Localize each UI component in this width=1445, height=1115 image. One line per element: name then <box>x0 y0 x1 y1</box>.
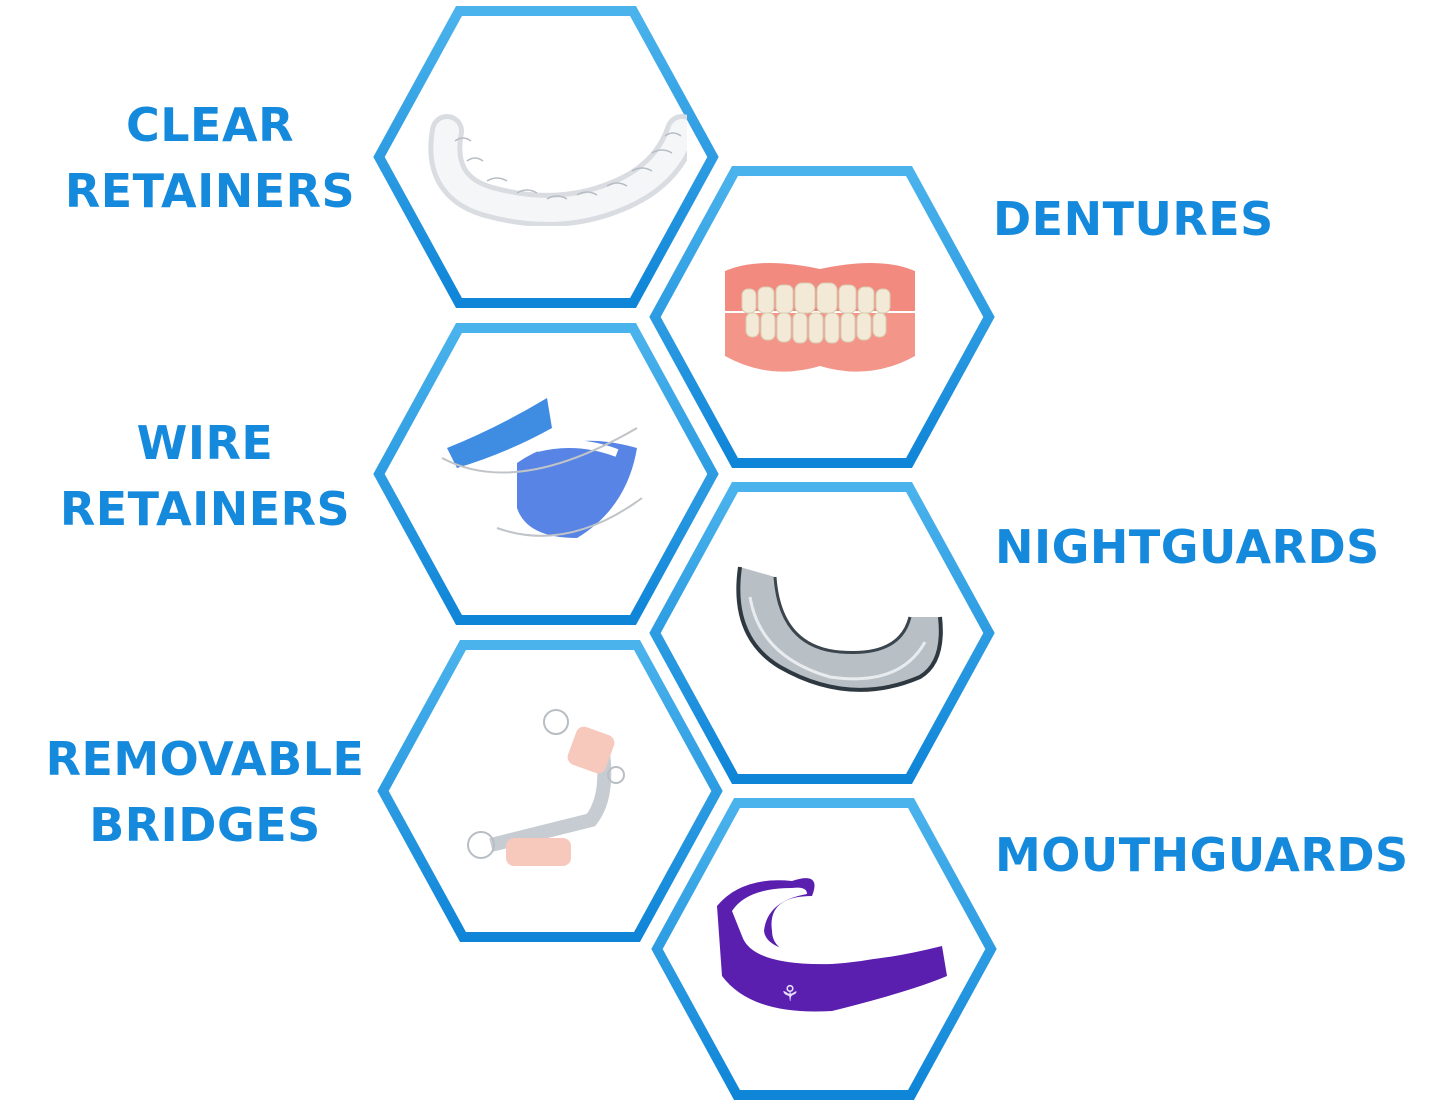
label-clear-retainers: CLEAR RETAINERS <box>60 92 360 224</box>
label-line: RETAINERS <box>59 482 351 536</box>
wire-retainer-image <box>441 398 643 538</box>
label-line: MOUTHGUARDS <box>995 828 1409 882</box>
tooth-logo-icon: ⚘ <box>780 982 800 1007</box>
label-dentures: DENTURES <box>993 186 1274 252</box>
hexagon-frame-icon <box>651 798 997 1100</box>
label-line: NIGHTGUARDS <box>995 520 1380 574</box>
label-wire-retainers: WIRE RETAINERS <box>55 410 355 542</box>
label-line: CLEAR <box>125 98 294 152</box>
hex-removable-bridges <box>376 640 724 942</box>
hex-nightguards <box>648 482 996 784</box>
label-mouthguards: MOUTHGUARDS <box>995 822 1409 888</box>
removable-bridge-image <box>467 709 625 866</box>
hex-mouthguards: ⚘ <box>650 798 998 1100</box>
label-nightguards: NIGHTGUARDS <box>995 514 1380 580</box>
hex-clear-retainers <box>372 6 720 308</box>
label-line: DENTURES <box>993 192 1274 246</box>
label-line: BRIDGES <box>89 798 321 852</box>
hexagon-frame-icon <box>649 482 995 784</box>
label-line: REMOVABLE <box>45 732 365 786</box>
label-line: RETAINERS <box>64 164 356 218</box>
label-removable-bridges: REMOVABLE BRIDGES <box>45 726 365 858</box>
hexagon-frame-icon <box>377 640 723 942</box>
hex-wire-retainers <box>372 323 720 625</box>
label-line: WIRE <box>136 416 274 470</box>
dentures-image <box>725 262 915 372</box>
hex-dentures <box>648 166 996 468</box>
clear-retainer-image <box>428 114 687 226</box>
nightguard-image <box>736 566 943 692</box>
mouthguard-image: ⚘ <box>717 878 947 1012</box>
hexagon-frame-icon <box>373 6 719 308</box>
